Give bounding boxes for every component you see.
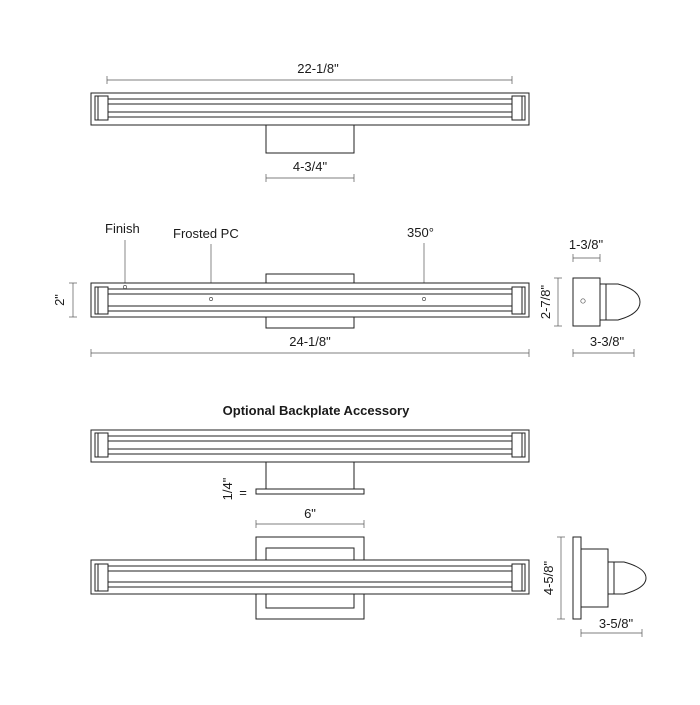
- accessory-plate-side: [572, 536, 582, 620]
- plate-width-dimension: 6": [255, 506, 365, 528]
- depth-top-label: 1-3/8": [569, 237, 604, 252]
- side-view: 1-3/8" 2-7/8" 3-3/8": [538, 237, 641, 357]
- side-height-dimension: 2-7/8": [538, 277, 562, 327]
- fixture-bar: [90, 92, 530, 126]
- side-lens-profile: [607, 561, 647, 595]
- plate-thickness-dimension: 1/4" =: [220, 477, 247, 500]
- side-height-dimension: 4-5/8": [541, 536, 565, 620]
- backplate: [265, 124, 355, 154]
- plate-width-label: 6": [304, 506, 316, 521]
- backplate-width-label: 4-3/4": [293, 159, 328, 174]
- depth-top-dimension: 1-3/8": [569, 237, 604, 262]
- fixture-bar: [90, 559, 530, 595]
- side-mount-block: [580, 548, 609, 608]
- accessory-title: Optional Backplate Accessory: [223, 403, 410, 418]
- side-depth-dimension: 3-5/8": [580, 616, 643, 637]
- height-dimension: 2": [52, 282, 77, 318]
- accessory-backplate: [255, 488, 365, 495]
- side-height-label: 4-5/8": [541, 560, 556, 595]
- backplate: [265, 461, 355, 490]
- depth-bottom-dimension: 3-3/8": [572, 334, 635, 357]
- depth-bottom-label: 3-3/8": [590, 334, 625, 349]
- accessory-front-view: 1/4" =: [90, 429, 530, 500]
- plate-thickness-symbol: =: [239, 485, 247, 500]
- accessory-backplate-view: 6": [90, 506, 530, 620]
- accessory-side-view: 4-5/8" 3-5/8": [541, 536, 647, 637]
- plate-thickness-label: 1/4": [220, 477, 235, 500]
- side-mount-block: [572, 277, 601, 327]
- front-view: 22-1/8" 4-3/4": [90, 61, 530, 182]
- side-lens-profile: [599, 283, 641, 321]
- side-depth-label: 3-5/8": [599, 616, 634, 631]
- fixture-bar: [90, 282, 530, 318]
- backplate-width-dimension: 4-3/4": [265, 159, 355, 182]
- overall-width-dimension: 24-1/8": [90, 334, 530, 357]
- fixture-bar: [90, 429, 530, 463]
- overall-width-label: 24-1/8": [289, 334, 331, 349]
- detail-view: Finish Frosted PC 350°: [52, 221, 530, 357]
- callout-rotation: 350°: [407, 225, 434, 240]
- callout-frosted-pc: Frosted PC: [173, 226, 239, 241]
- overall-width-label: 22-1/8": [297, 61, 339, 76]
- height-label: 2": [52, 294, 67, 306]
- side-height-label: 2-7/8": [538, 284, 553, 319]
- callout-finish: Finish: [105, 221, 140, 236]
- overall-width-dimension: 22-1/8": [106, 61, 513, 84]
